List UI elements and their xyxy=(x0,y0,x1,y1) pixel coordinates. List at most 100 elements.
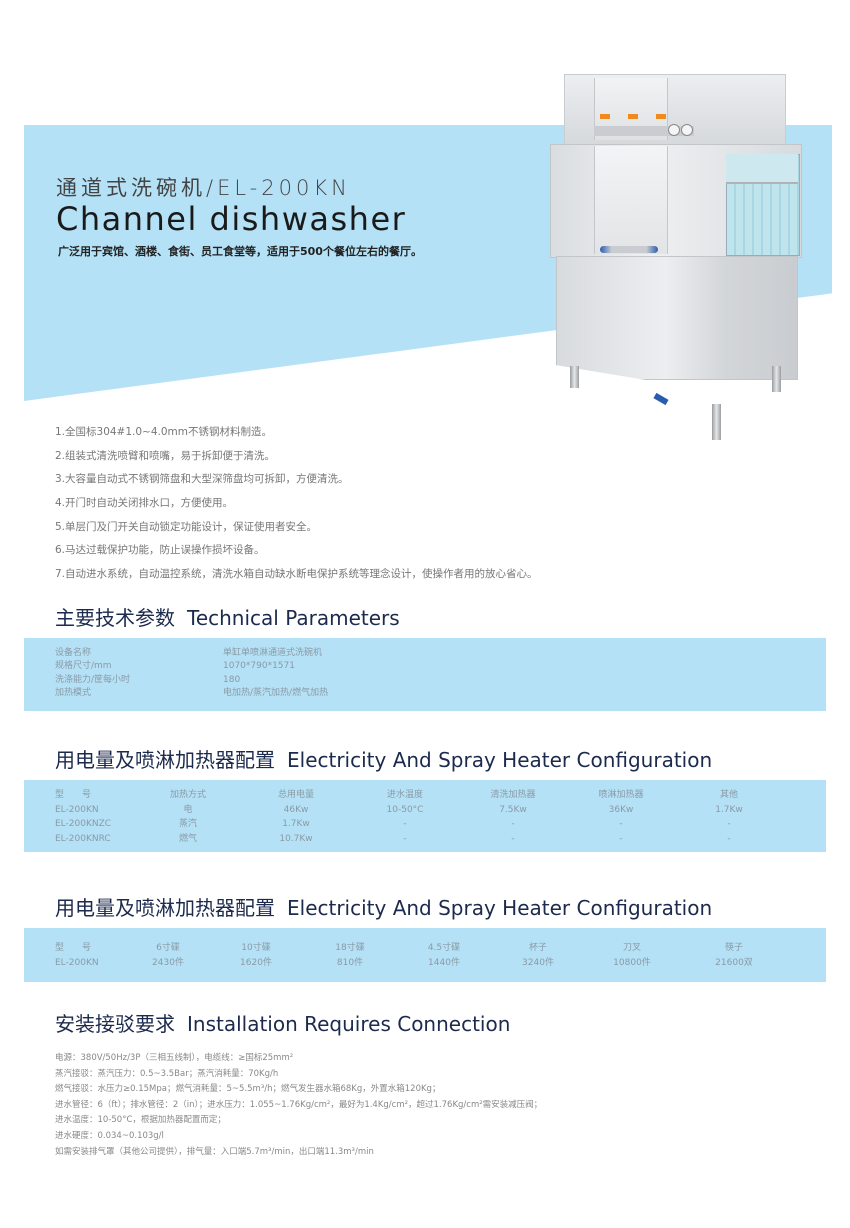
table-cell: 1.7Kw xyxy=(715,804,743,815)
column-header: 4.5寸碟 xyxy=(427,943,461,953)
requirement-line: 电源：380V/50Hz/3P（三相五线制），电缆线：≥国标25mm² xyxy=(55,1053,294,1063)
param-value: 单缸单喷淋通道式洗碗机 xyxy=(223,648,323,658)
table-cell: 10.7Kw xyxy=(279,833,313,844)
param-value: 1070*790*1571 xyxy=(223,661,295,672)
table-cell: 电 xyxy=(183,804,193,815)
electricity-band xyxy=(24,780,826,852)
tech-params-band xyxy=(24,638,826,711)
requirement-line: 进水温度：10-50°C，根据加热器配置而定； xyxy=(55,1115,226,1126)
table-header-row: 型 号 6寸碟 10寸碟 18寸碟 4.5寸碟 杯子 刀叉 筷子 xyxy=(55,941,789,956)
table-cell: 46Kw xyxy=(283,804,309,815)
column-header: 刀叉 xyxy=(622,943,641,953)
gauge-icon xyxy=(668,124,680,136)
requirement-line: 进水管径：6（ft）；排水管径：2（in）；进水压力：1.055~1.76Kg/… xyxy=(55,1099,543,1110)
table-cell: 1440件 xyxy=(428,957,460,968)
column-header: 10寸碟 xyxy=(241,943,271,953)
requirement-line: 蒸汽接驳：蒸汽压力：0.5~3.5Bar；蒸汽消耗量：70Kg/h xyxy=(55,1068,279,1079)
table-cell: EL-200KNRC xyxy=(55,833,111,844)
warning-label-icon xyxy=(656,114,666,119)
tech-params-table: 设备名称 单缸单喷淋通道式洗碗机 规格尺寸/mm 1070*790*1571 洗涤能… xyxy=(55,647,328,700)
machine-leg xyxy=(570,366,579,388)
requirement-line: 燃气接驳：水压力≥0.15Mpa；燃气消耗量：5~5.5m³/h；燃气发生器水箱… xyxy=(55,1084,441,1095)
column-header: 型 号 xyxy=(55,943,92,953)
machine-leg xyxy=(712,404,721,440)
feature-item: 5.单层门及门开关自动锁定功能设计，保证使用者安全。 xyxy=(55,520,318,533)
param-key: 洗涤能力/筐每小时 xyxy=(55,674,131,685)
column-header: 清洗加热器 xyxy=(490,790,536,800)
table-cell: 810件 xyxy=(336,957,364,968)
table-row: 洗涤能力/筐每小时 180 xyxy=(55,674,328,687)
electricity-heading: 用电量及喷淋加热器配置 Electricity And Spray Heater … xyxy=(55,744,712,773)
table-cell: - xyxy=(511,819,515,829)
column-header: 筷子 xyxy=(724,943,743,953)
table-cell: EL-200KN xyxy=(55,957,99,968)
heading-en: Technical Parameters xyxy=(187,606,400,630)
heading-cn: 主要技术参数 xyxy=(55,606,175,630)
product-image xyxy=(550,74,810,444)
param-key: 规格尺寸/mm xyxy=(55,661,112,672)
feature-list: 1.全国标304#1.0~4.0mm不锈钢材料制造。 2.组装式清洗喷臂和喷嘴，… xyxy=(55,425,538,591)
table-cell: - xyxy=(727,819,731,829)
param-key: 设备名称 xyxy=(55,648,92,658)
machine-base-cabinet xyxy=(556,256,798,380)
heading-cn: 用电量及喷淋加热器配置 xyxy=(55,748,275,772)
table-cell: - xyxy=(619,833,623,844)
feature-item: 3.大容量自动式不锈钢筛盘和大型深筛盘均可拆卸，方便清洗。 xyxy=(55,473,349,486)
table-cell: EL-200KNZC xyxy=(55,819,112,829)
table-cell: 10800件 xyxy=(613,957,651,968)
door-handle xyxy=(600,246,658,253)
column-header: 其他 xyxy=(719,790,738,800)
column-header: 加热方式 xyxy=(169,790,206,800)
installation-heading: 安装接驳要求 Installation Requires Connection xyxy=(55,1008,510,1037)
product-title-cn: 通道式洗碗机/EL-200KN xyxy=(56,176,351,200)
requirement-line: 如需安装排气罩（其他公司提供），排气量：入口端5.7m³/min，出口端11.3… xyxy=(55,1146,374,1157)
table-cell: 21600双 xyxy=(715,957,753,968)
column-header: 总用电量 xyxy=(277,790,314,800)
table-cell: 3240件 xyxy=(522,957,554,968)
feature-item: 2.组装式清洗喷臂和喷嘴，易于拆卸便于清洗。 xyxy=(55,449,276,462)
table-cell: 36Kw xyxy=(608,804,634,815)
feature-item: 4.开门时自动关闭排水口，方便使用。 xyxy=(55,497,234,510)
feature-item: 1.全国标304#1.0~4.0mm不锈钢材料制造。 xyxy=(55,426,273,438)
product-title-en: Channel dishwasher xyxy=(56,200,407,238)
table-cell: - xyxy=(619,819,623,829)
table-row: EL-200KNZC 蒸汽 1.7Kw - - - - xyxy=(55,817,783,832)
heading-en: Electricity And Spray Heater Configurati… xyxy=(287,896,713,920)
table-cell: - xyxy=(403,819,407,829)
installation-requirements: 电源：380V/50Hz/3P（三相五线制），电缆线：≥国标25mm² 蒸汽接驳… xyxy=(55,1051,542,1160)
requirement-line: 进水硬度：0.034~0.103g/l xyxy=(55,1130,164,1141)
table-cell: 蒸汽 xyxy=(178,819,197,829)
column-header: 喷淋加热器 xyxy=(598,790,644,800)
table-row: EL-200KN 2430件 1620件 810件 1440件 3240件 10… xyxy=(55,956,789,971)
table-row: EL-200KN 电 46Kw 10-50°C 7.5Kw 36Kw 1.7Kw xyxy=(55,803,783,818)
column-header: 进水温度 xyxy=(386,790,423,800)
feature-item: 6.马达过载保护功能，防止误操作损坏设备。 xyxy=(55,544,265,557)
param-value: 电加热/蒸汽加热/燃气加热 xyxy=(223,687,329,698)
table-row: 规格尺寸/mm 1070*790*1571 xyxy=(55,660,328,673)
table-row: 加热模式 电加热/蒸汽加热/燃气加热 xyxy=(55,687,328,700)
heading-en: Electricity And Spray Heater Configurati… xyxy=(287,748,713,772)
table-cell: 2430件 xyxy=(152,957,184,968)
table-header-row: 型 号 加热方式 总用电量 进水温度 清洗加热器 喷淋加热器 其他 xyxy=(55,788,783,803)
heading-en: Installation Requires Connection xyxy=(187,1012,511,1036)
capacity-table: 型 号 6寸碟 10寸碟 18寸碟 4.5寸碟 杯子 刀叉 筷子 EL-200K… xyxy=(55,941,789,970)
warning-label-icon xyxy=(628,114,638,119)
column-header: 杯子 xyxy=(528,943,547,953)
column-header: 18寸碟 xyxy=(335,943,365,953)
machine-door xyxy=(594,146,668,254)
table-row: EL-200KNRC 燃气 10.7Kw - - - - xyxy=(55,832,783,847)
column-header: 6寸碟 xyxy=(156,943,180,953)
capacity-band xyxy=(24,928,826,982)
param-key: 加热模式 xyxy=(55,687,92,698)
table-cell: 7.5Kw xyxy=(499,804,527,815)
table-cell: - xyxy=(403,833,407,844)
param-value: 180 xyxy=(223,674,241,685)
feature-item: 7.自动进水系统，自动温控系统，清洗水箱自动缺水断电保护系统等理念设计，使操作者… xyxy=(55,568,538,581)
table-cell: - xyxy=(511,833,515,844)
control-panel xyxy=(594,126,694,136)
heading-cn: 安装接驳要求 xyxy=(55,1012,175,1036)
table-cell: 1620件 xyxy=(240,957,272,968)
product-subtitle: 广泛用于宾馆、酒楼、食街、员工食堂等，适用于500个餐位左右的餐厅。 xyxy=(58,245,422,258)
table-row: 设备名称 单缸单喷淋通道式洗碗机 xyxy=(55,647,328,660)
